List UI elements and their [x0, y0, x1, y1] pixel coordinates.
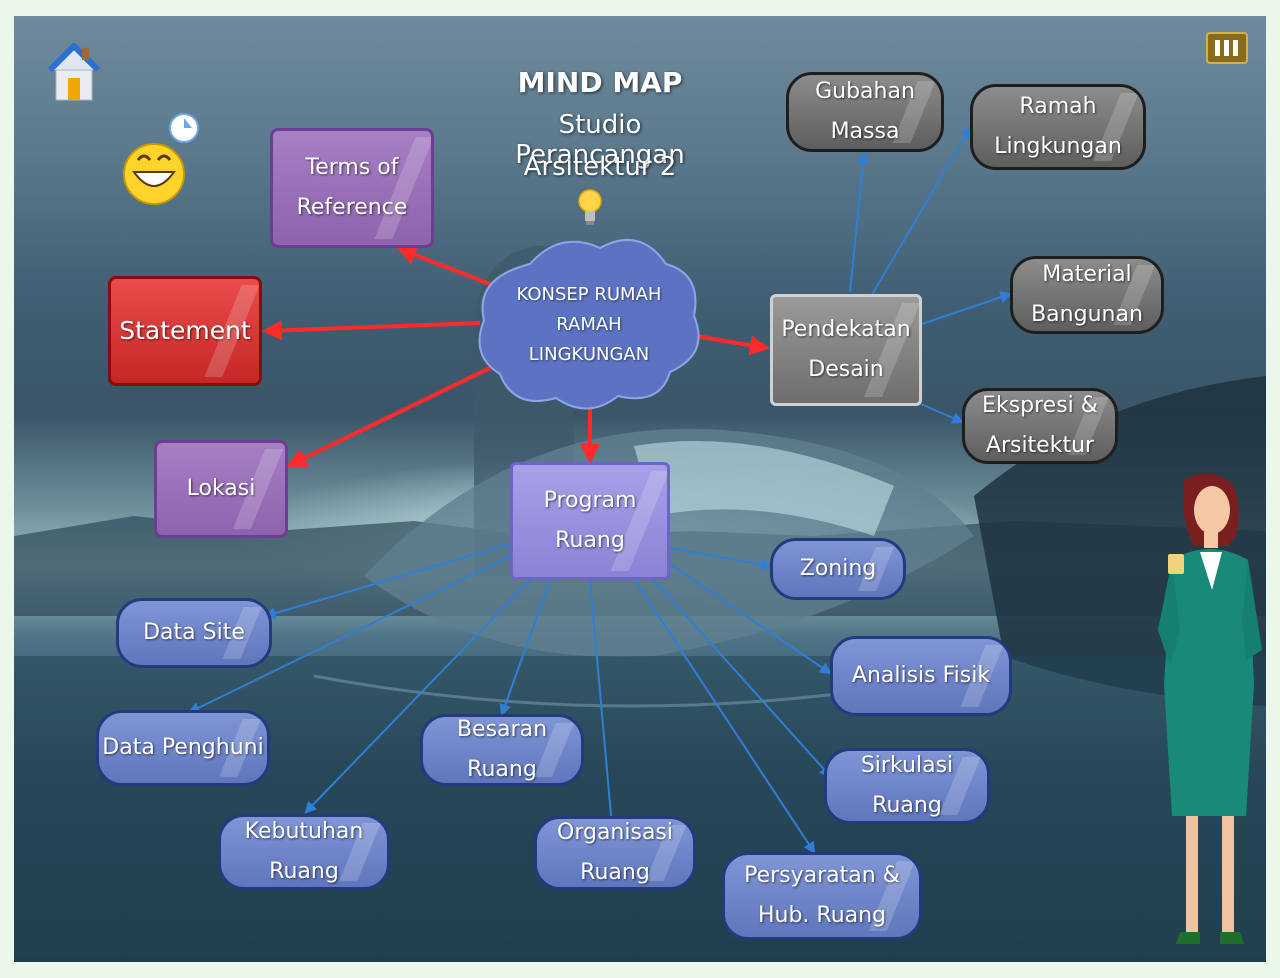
arrow-to-zoning [669, 547, 773, 571]
arrow-to-sirkulasi-ruang [653, 579, 832, 778]
lightbulb-icon [578, 189, 602, 225]
arrow-to-data-site [263, 543, 511, 620]
arrow-to-ramah-lingkungan [869, 125, 972, 299]
page-subtitle-line1: Studio Perancangan [515, 110, 685, 170]
arrow-to-lokasi [286, 366, 491, 468]
arrow-to-persyaratan-hub-ruang [635, 581, 816, 855]
node-data-penghuni[interactable]: Data Penghuni [96, 710, 270, 786]
central-concept-label: KONSEP RUMAH RAMAH LINGKUNGAN [516, 284, 662, 365]
menu-icon[interactable] [1206, 32, 1248, 64]
arrow-to-data-penghuni [187, 555, 511, 714]
node-material-bangunan[interactable]: Material Bangunan [1010, 256, 1164, 334]
arrow-to-kebutuhan-ruang [304, 579, 531, 814]
node-gubahan-massa[interactable]: Gubahan Massa [786, 72, 944, 152]
arrow-to-material-bangunan [921, 291, 1013, 325]
node-terms-of-reference[interactable]: Terms of Reference [270, 128, 434, 248]
arrow-to-statement [262, 320, 481, 341]
node-persyaratan-hub-ruang[interactable]: Persyaratan & Hub. Ruang [722, 852, 922, 940]
arrow-to-terms-of-reference [396, 245, 501, 290]
page-title: MIND MAP [517, 66, 683, 99]
page-subtitle-line2: Arsitektur 2 [523, 152, 677, 182]
node-kebutuhan-ruang[interactable]: Kebutuhan Ruang [218, 814, 390, 890]
arrow-to-besaran-ruang [499, 579, 551, 717]
smiley-icon [123, 113, 199, 205]
node-zoning[interactable]: Zoning [770, 538, 906, 600]
node-besaran-ruang[interactable]: Besaran Ruang [420, 714, 584, 786]
connector-layer [187, 125, 1013, 855]
node-lokasi[interactable]: Lokasi [154, 440, 288, 538]
arrow-to-pendekatan-desain [695, 334, 770, 356]
arrow-to-organisasi-ruang [589, 579, 618, 829]
arrow-to-analisis-fisik [669, 563, 832, 675]
node-data-site[interactable]: Data Site [116, 598, 272, 668]
node-program-ruang[interactable]: Program Ruang [510, 462, 670, 580]
arrow-to-gubahan-massa [849, 151, 870, 293]
node-ramah-lingkungan[interactable]: Ramah Lingkungan [970, 84, 1146, 170]
node-sirkulasi-ruang[interactable]: Sirkulasi Ruang [824, 748, 990, 824]
node-pendekatan-desain[interactable]: Pendekatan Desain [770, 294, 922, 406]
presenter-figure [1158, 473, 1262, 944]
node-analisis-fisik[interactable]: Analisis Fisik [830, 636, 1012, 716]
central-cloud [478, 239, 700, 410]
home-icon[interactable] [46, 42, 102, 104]
mind-map-canvas: MIND MAP Studio Perancangan Arsitektur 2… [14, 16, 1266, 962]
node-ekspresi-arsitektur[interactable]: Ekspresi & Arsitektur [962, 388, 1118, 464]
node-organisasi-ruang[interactable]: Organisasi Ruang [534, 816, 696, 890]
node-statement[interactable]: Statement [108, 276, 262, 386]
